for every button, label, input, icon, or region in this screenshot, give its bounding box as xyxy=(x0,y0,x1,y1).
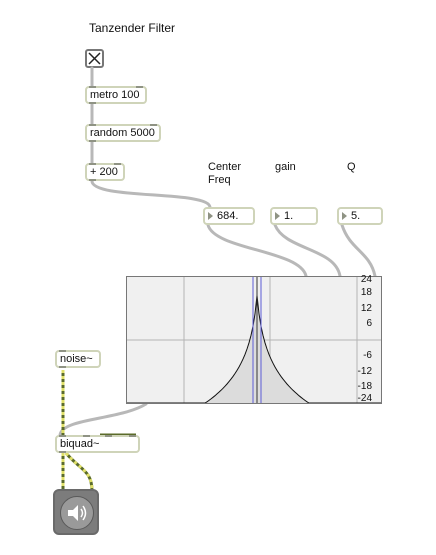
y-tick-label: 18 xyxy=(360,286,372,298)
y-tick-label: 12 xyxy=(360,302,372,314)
plus-label: + 200 xyxy=(90,166,118,178)
dac-button[interactable] xyxy=(53,489,99,535)
q-number[interactable]: 5. xyxy=(337,207,383,225)
patch-title: Tanzender Filter xyxy=(89,21,176,35)
y-tick-label: 6 xyxy=(366,318,372,330)
center-freq-number[interactable]: 684. xyxy=(203,207,255,225)
triangle-icon xyxy=(208,212,213,220)
q-value: 5. xyxy=(351,210,361,222)
noise-label: noise~ xyxy=(60,353,93,365)
gain-value: 1. xyxy=(284,210,294,222)
toggle-checkbox[interactable] xyxy=(85,49,104,68)
y-tick-label: -18 xyxy=(357,381,372,393)
dac-circle xyxy=(60,496,94,530)
biquad-object[interactable]: biquad~ xyxy=(55,435,140,453)
random-object[interactable]: random 5000 xyxy=(85,124,161,142)
center-freq-label: Center Freq xyxy=(208,161,241,187)
triangle-icon xyxy=(275,212,280,220)
filtergraph-display xyxy=(127,277,381,403)
center-freq-value: 684. xyxy=(217,210,239,222)
y-tick-label: 24 xyxy=(360,274,372,285)
y-tick-label: -24 xyxy=(357,393,372,404)
noise-object[interactable]: noise~ xyxy=(55,350,101,368)
biquad-label: biquad~ xyxy=(60,438,100,450)
random-label: random 5000 xyxy=(90,127,155,139)
center-label-line1: Center xyxy=(208,161,242,173)
y-tick-label: -6 xyxy=(363,349,372,361)
gain-label: gain xyxy=(275,161,296,173)
metro-label: metro 100 xyxy=(90,89,140,101)
metro-object[interactable]: metro 100 xyxy=(85,86,147,104)
response-curve xyxy=(127,295,381,403)
plus-object[interactable]: + 200 xyxy=(85,163,125,181)
gain-number[interactable]: 1. xyxy=(270,207,318,225)
response-area xyxy=(127,295,381,403)
center-label-line2: Freq xyxy=(208,174,231,186)
y-tick-label: -12 xyxy=(357,365,372,377)
q-label: Q xyxy=(347,161,356,173)
x-icon xyxy=(88,52,101,65)
triangle-icon xyxy=(342,212,347,220)
speaker-icon xyxy=(68,505,87,521)
